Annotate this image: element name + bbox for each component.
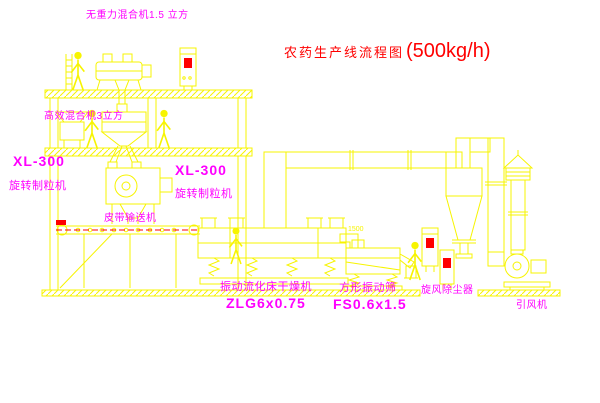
label-dryer-name: 振动流化床干燥机 <box>220 281 312 293</box>
diagram-title-text: 农药生产线流程图 <box>284 45 405 60</box>
square-vibrating-sieve: 1500 <box>339 226 418 291</box>
label-high-efficiency-mixer: 高效混合机3立方 <box>44 111 124 122</box>
control-panel-2 <box>421 227 439 272</box>
control-panel-3 <box>439 249 455 290</box>
label-granulator-left-name: 旋转制粒机 <box>9 180 67 192</box>
label-granulator-mid-model: XL-300 <box>175 162 227 178</box>
label-gravity-mixer: 无重力混合机1.5 立方 <box>86 10 189 21</box>
label-granulator-mid-name: 旋转制粒机 <box>175 188 233 200</box>
sieve-dimension-text: 1500 <box>348 226 364 233</box>
rotary-granulator <box>105 161 173 224</box>
cyclone-separator <box>445 137 491 259</box>
label-cyclone: 旋风除尘器 <box>421 285 474 296</box>
worker-figure-5 <box>407 241 423 281</box>
platform-structure <box>44 54 253 291</box>
worker-figure-4 <box>228 226 243 265</box>
feeder-machine <box>54 111 90 148</box>
high-efficiency-mixer <box>100 103 148 163</box>
label-sieve-name: 方形振动筛 <box>339 282 397 294</box>
diagram-title: 农药生产线流程图 (500kg/h) <box>284 40 491 63</box>
label-fan: 引风机 <box>516 300 548 311</box>
control-panel <box>179 47 197 90</box>
exhaust-duct <box>263 150 447 229</box>
worker-figure-3 <box>156 109 172 149</box>
label-sieve-model: FS0.6x1.5 <box>333 296 407 312</box>
worker-figure-1 <box>70 51 86 91</box>
label-belt-conveyor: 皮带输送机 <box>104 213 157 224</box>
belt-conveyor <box>56 220 200 289</box>
gravity-mixer <box>95 53 152 104</box>
label-dryer-model: ZLG6x0.75 <box>226 295 306 311</box>
label-granulator-left-model: XL-300 <box>13 153 65 169</box>
diagram-title-capacity: (500kg/h) <box>406 40 491 62</box>
fan-and-stack <box>485 137 551 290</box>
